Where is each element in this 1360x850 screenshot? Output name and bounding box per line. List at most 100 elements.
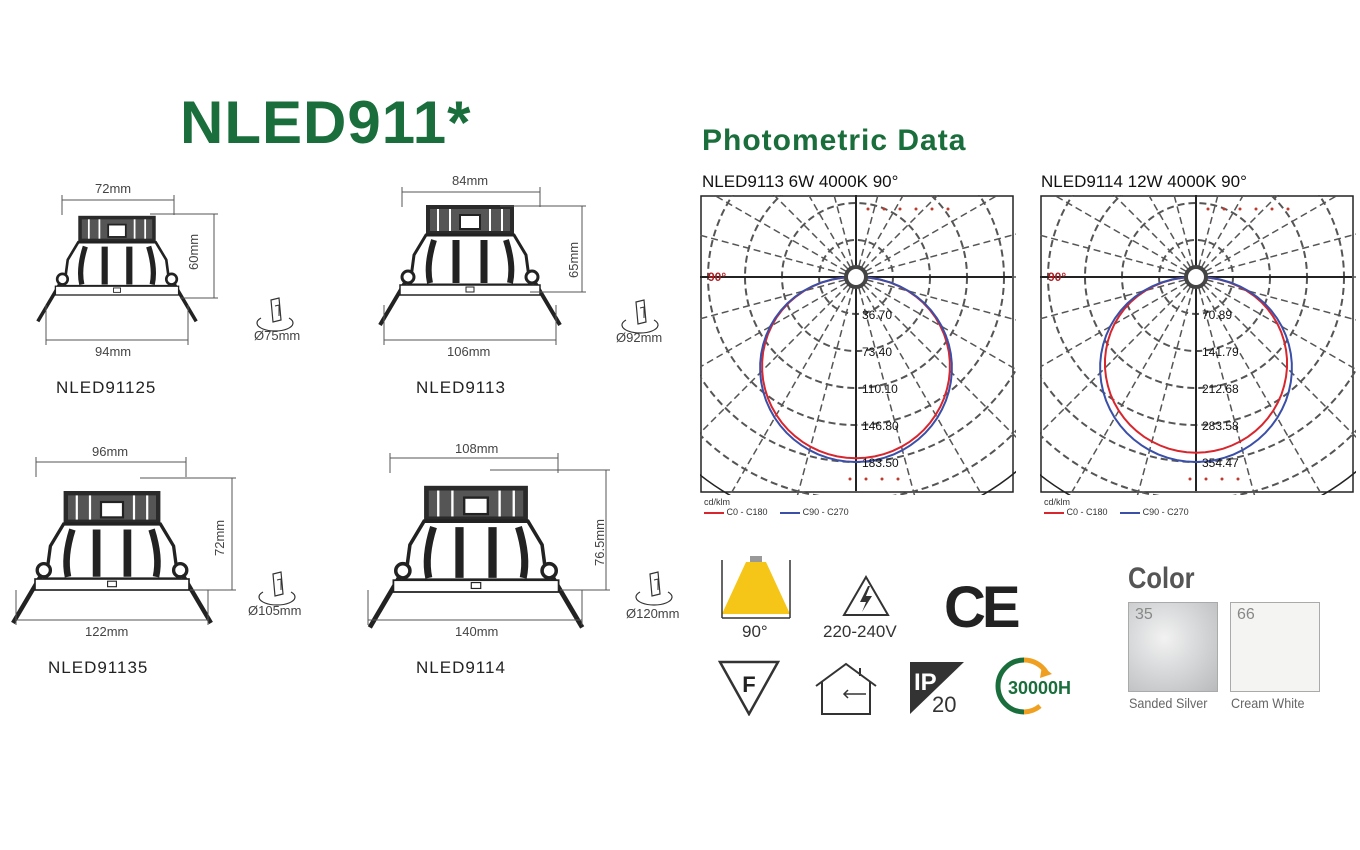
marker-dot — [880, 477, 884, 481]
grid-radial — [855, 195, 905, 278]
polar-chart-2-caption: NLED9114 12W 4000K 90° — [1041, 172, 1247, 191]
ip-rating-icon: IP 20 — [910, 662, 964, 716]
ring-value-label: 110.10 — [862, 382, 898, 396]
color-title: Color — [1128, 562, 1195, 595]
marker-dot — [882, 207, 886, 211]
grid-radial — [1195, 276, 1323, 495]
ring-value-label: 354.47 — [1202, 456, 1239, 470]
polar-chart-1-unit: cd/klm — [704, 497, 731, 507]
series-c0-c180 — [1104, 276, 1288, 454]
swatch-sanded-silver[interactable]: 35 — [1128, 602, 1218, 692]
ring-value-label: 212.68 — [1202, 382, 1239, 396]
swatch-cream-white[interactable]: 66 — [1230, 602, 1320, 692]
series-c90-c270 — [759, 276, 953, 464]
marker-dot — [848, 477, 852, 481]
grid-radial — [796, 276, 857, 495]
f-mark-icon: F — [718, 660, 780, 716]
marker-dot — [1222, 207, 1226, 211]
grid-radial — [712, 195, 857, 278]
marker-dot — [1254, 207, 1258, 211]
product-3-cutout: Ø105mm — [248, 603, 302, 618]
product-3-bottom-width: 122mm — [85, 624, 129, 639]
page-title: NLED911* — [180, 89, 472, 156]
series-c0-c180 — [761, 276, 951, 460]
grid-radial — [855, 276, 916, 495]
grid-radial — [1195, 195, 1219, 278]
marker-dot — [866, 207, 870, 211]
marker-dot — [1238, 207, 1242, 211]
photometric-title: Photometric Data — [702, 124, 967, 157]
product-4-model: NLED9114 — [416, 658, 506, 677]
ring-value-label: 70.89 — [1202, 308, 1232, 322]
grid-radial — [833, 195, 857, 278]
product-4-height: 76.5mm — [592, 519, 607, 566]
grid-radial — [855, 276, 983, 495]
grid-radial — [1052, 195, 1197, 278]
marker-dot — [898, 207, 902, 211]
series-c90-c270 — [1099, 276, 1293, 464]
ring-value-label: 73.40 — [862, 345, 892, 359]
grid-radial — [1112, 195, 1197, 278]
marker-dot — [1204, 477, 1208, 481]
product-1-top-width: 72mm — [95, 181, 132, 196]
grid-radial — [855, 195, 879, 278]
marker-dot — [946, 207, 950, 211]
marker-dot — [930, 207, 934, 211]
grid-radial — [700, 276, 857, 368]
swatch-number: 66 — [1237, 606, 1255, 623]
f-mark-text: F — [742, 672, 755, 697]
polar-chart-2: 70.89 141.79 212.68 283.58 354.47 90° — [1040, 195, 1356, 495]
product-1-height: 60mm — [186, 233, 201, 270]
product-1-cutout: Ø75mm — [254, 328, 301, 343]
product-2-bottom-width: 106mm — [447, 344, 491, 359]
polar-chart-2-unit: cd/klm — [1044, 497, 1071, 507]
marker-dot — [1236, 477, 1240, 481]
polar-chart-1-caption: NLED9113 6W 4000K 90° — [702, 172, 899, 191]
product-1-bottom-width: 94mm — [95, 344, 132, 359]
ip-top-text: IP — [914, 669, 937, 696]
lifetime-text: 30000H — [1008, 678, 1071, 698]
grid-radial — [1147, 195, 1197, 278]
marker-dot — [1220, 477, 1224, 481]
ring-value-label: 183.50 — [862, 456, 899, 470]
grid-radial — [1136, 276, 1197, 495]
product-3-top-width: 96mm — [92, 444, 129, 459]
beam-angle-icon — [721, 556, 791, 619]
center-hub — [844, 265, 868, 289]
product-4-top-width: 108mm — [455, 441, 499, 456]
beam-angle-label: 90° — [742, 622, 768, 641]
marker-dot — [914, 207, 918, 211]
legend-c90: C90 - C270 — [802, 507, 849, 517]
grid-radial — [855, 276, 1016, 371]
product-2-top-width: 84mm — [452, 173, 489, 188]
grid-radial — [1173, 195, 1197, 278]
swatch-number: 35 — [1135, 606, 1153, 623]
grid-radial — [1195, 195, 1340, 278]
grid-radial — [772, 195, 857, 278]
angle-label: 90° — [1048, 270, 1066, 284]
grid-radial — [807, 195, 857, 278]
legend-c0: C0 - C180 — [726, 507, 768, 517]
voltage-label: 220-240V — [823, 622, 897, 641]
grid-radial — [1040, 276, 1197, 368]
product-1-model: NLED91125 — [56, 378, 157, 397]
legend-c90: C90 - C270 — [1142, 507, 1189, 517]
grid-radial — [1195, 195, 1280, 278]
product-3-height: 72mm — [212, 519, 227, 556]
legend-c0: C0 - C180 — [1066, 507, 1108, 517]
product-3-model: NLED91135 — [48, 658, 149, 677]
product-drawings — [0, 187, 673, 720]
swatch-name-cream-white: Cream White — [1231, 695, 1305, 711]
marker-dot — [864, 477, 868, 481]
product-4-cutout: Ø120mm — [626, 606, 680, 621]
ring-value-label: 141.79 — [1202, 345, 1239, 359]
voltage-icon — [842, 575, 890, 616]
marker-dot — [1270, 207, 1274, 211]
product-2-model: NLED9113 — [416, 378, 506, 397]
marker-dot — [1188, 477, 1192, 481]
grid-radial — [700, 234, 857, 278]
marker-dot — [1286, 207, 1290, 211]
ring-value-label: 36.70 — [862, 308, 892, 322]
ring-value-label: 283.58 — [1202, 419, 1239, 433]
